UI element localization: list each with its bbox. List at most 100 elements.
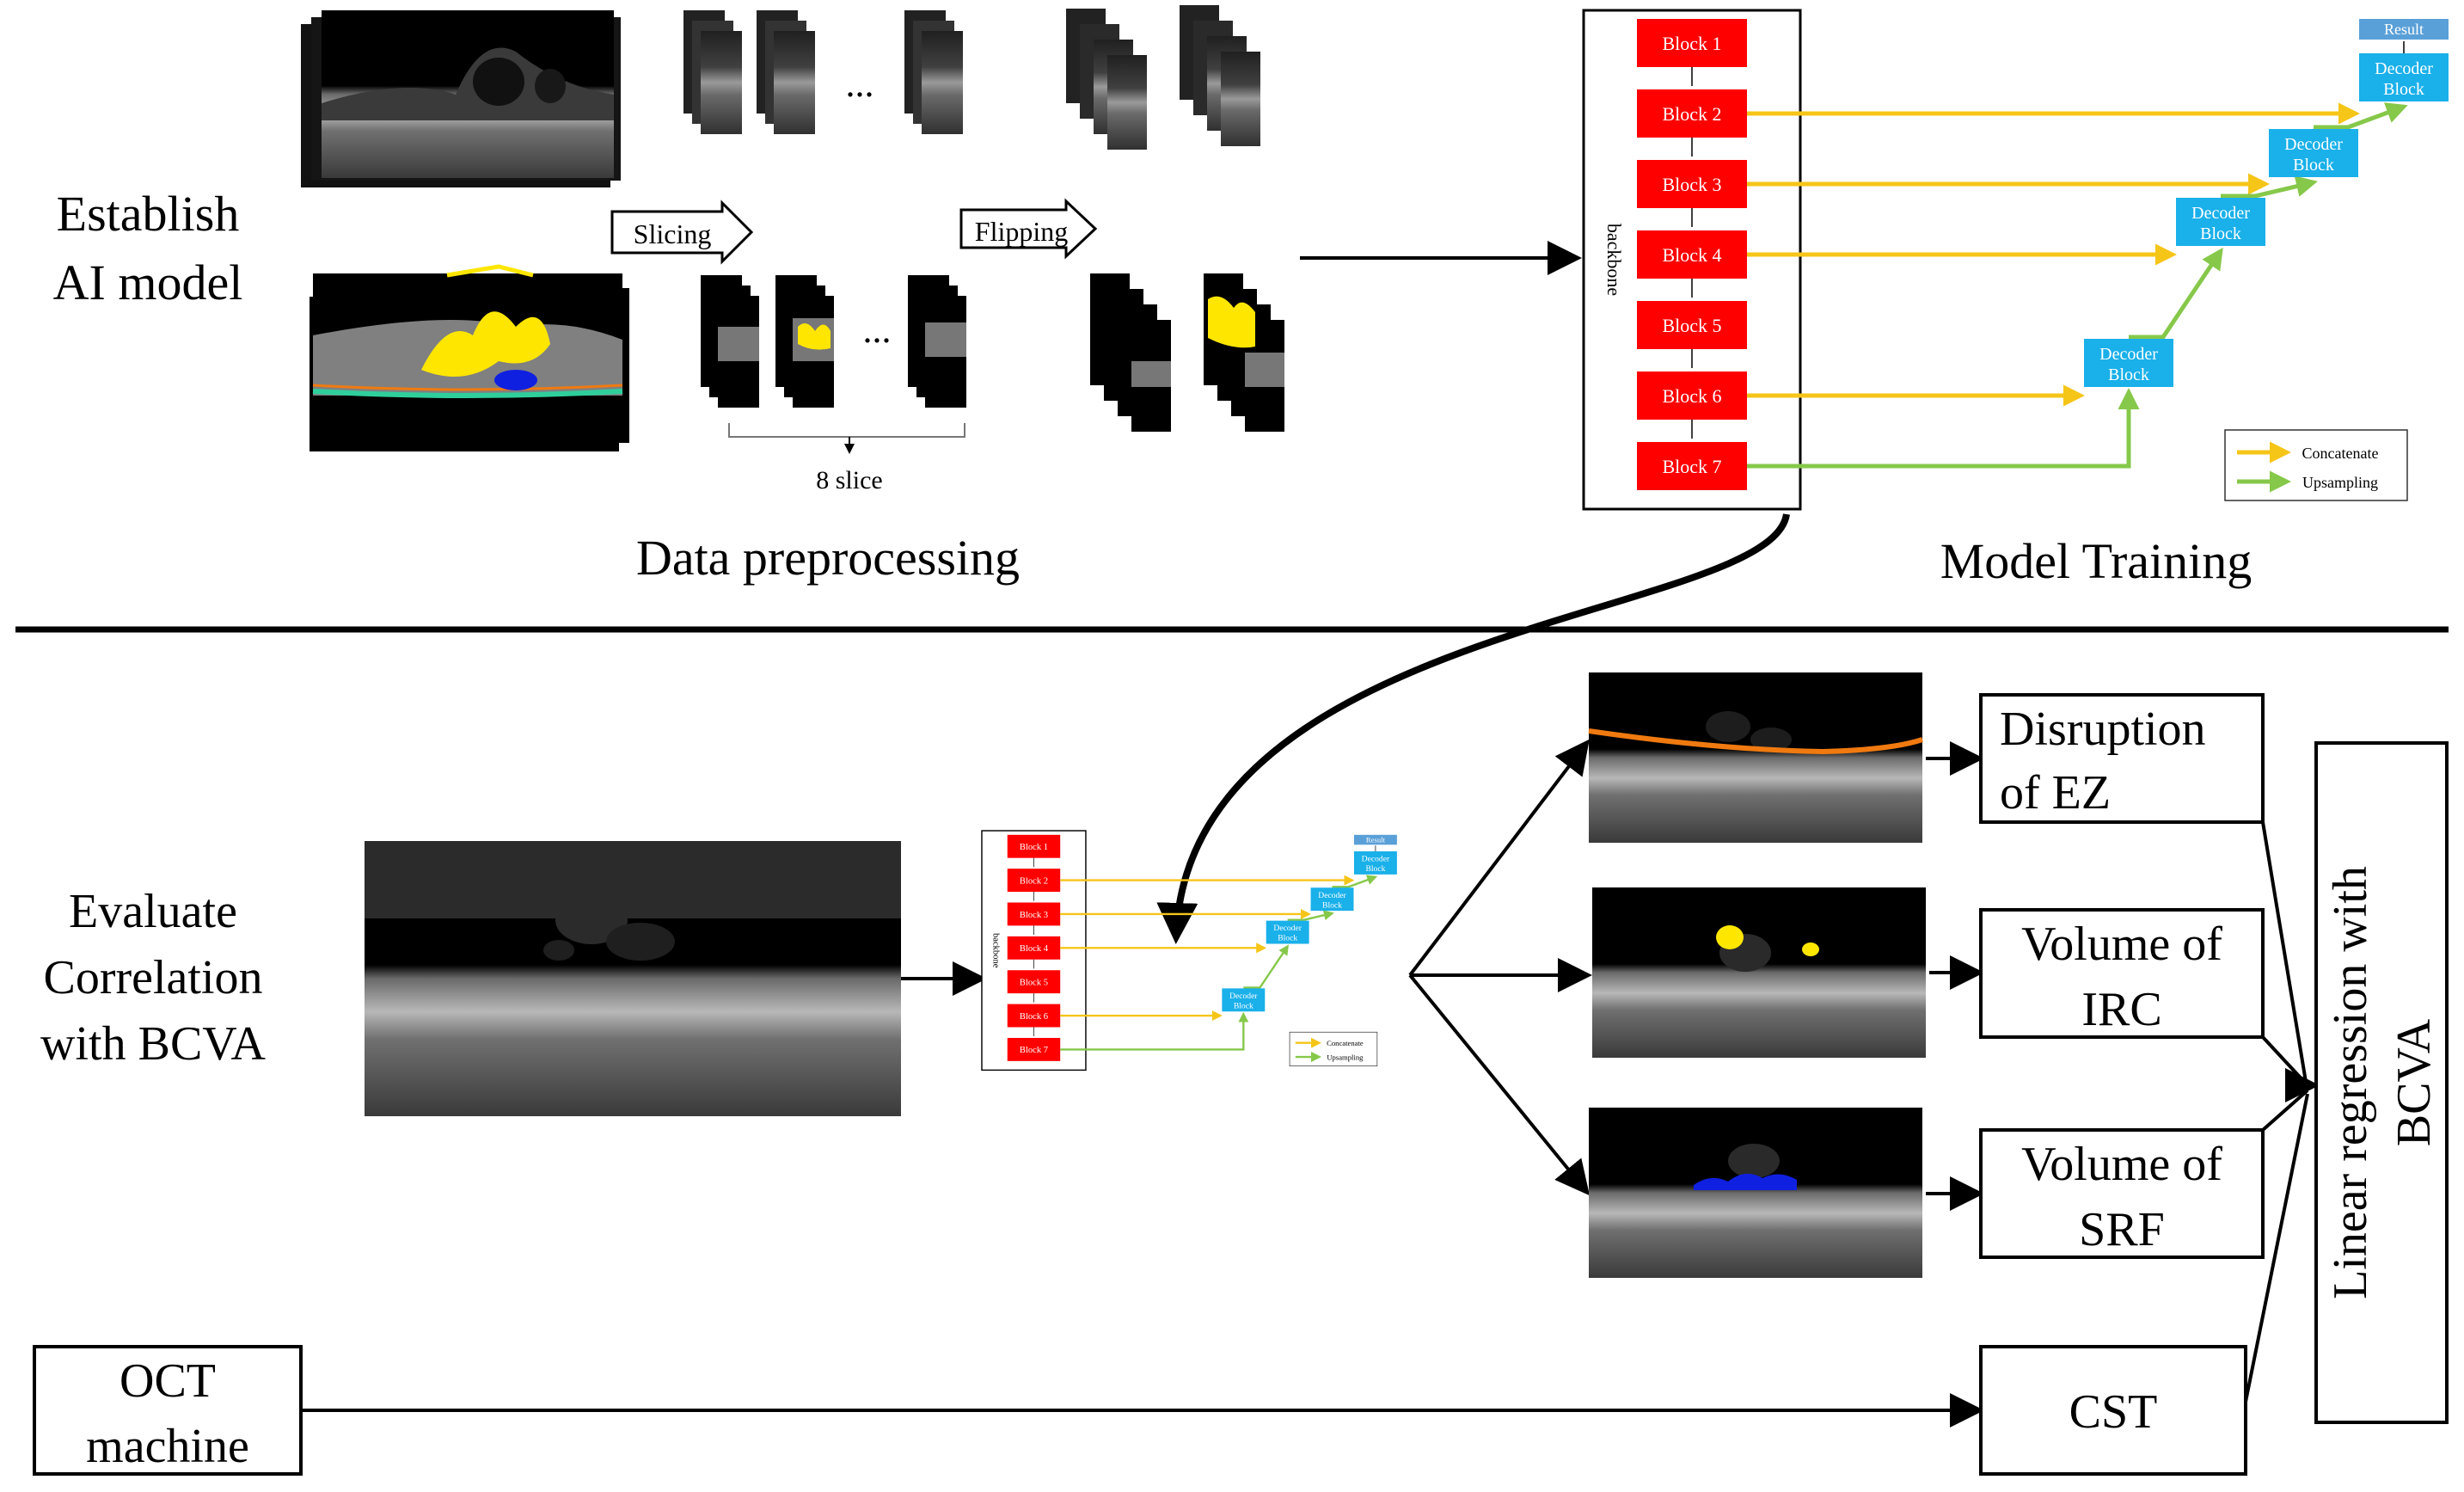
decoder-block-2 [2176, 198, 2265, 246]
decoder-label-1-b: Block [2108, 365, 2149, 384]
result-block [2359, 19, 2449, 40]
encoder-block-label-7: Block 7 [1020, 1046, 1048, 1055]
metric-box-srf: Volume of SRF [1979, 1128, 2265, 1259]
legend-concatenate-label: Concatenate [1327, 1039, 1364, 1047]
encoder-block-7 [1007, 1037, 1061, 1061]
encoder-block-label-4: Block 4 [1662, 244, 1721, 266]
upsampling-link-1 [1060, 1011, 1249, 1051]
decoder-label-2-b: Block [1278, 934, 1297, 943]
metric-box-ez: Disruption of EZ [1979, 693, 2265, 824]
encoder-block-label-3: Block 3 [1020, 911, 1048, 920]
legend-box [2224, 429, 2408, 501]
encoder-block-5 [1007, 970, 1061, 994]
regression-input-arrows [2244, 821, 2320, 1403]
fan-arrows [1408, 739, 1592, 1196]
encoder-block-7 [1637, 442, 1747, 490]
decoder-block-1 [2084, 339, 2173, 387]
encoder-block-5 [1637, 301, 1747, 349]
sliced-oct-stacks: ... [683, 10, 963, 134]
encoder-block-2 [1007, 869, 1061, 893]
slice-bracket: 8 slice [728, 423, 965, 494]
encoder-block-label-6: Block 6 [1020, 1012, 1048, 1022]
regression-line1: Linear regression with [2324, 866, 2377, 1299]
ellipsis-top: ... [846, 63, 874, 105]
slice-count-label: 8 slice [816, 466, 882, 494]
encoder-block-4 [1637, 230, 1747, 279]
decoder-label-4-a: Decoder [2375, 59, 2433, 78]
oct-volume-stack [301, 10, 621, 187]
decoder-label-2-a: Decoder [2191, 204, 2250, 223]
encoder-block-4 [1007, 936, 1061, 960]
upsampling-link-4 [1332, 875, 1378, 888]
upsampling-link-3 [1287, 910, 1334, 921]
backbone-label: backbone [1603, 224, 1625, 296]
metric-srf-line2: SRF [2079, 1203, 2165, 1256]
metric-box-irc: Volume of IRC [1979, 908, 2265, 1039]
legend-box [1289, 1031, 1378, 1066]
stage-label-evaluate-3: with BCVA [40, 1017, 266, 1071]
flipping-label: Flipping [975, 216, 1068, 247]
slicing-arrow: Slicing [610, 200, 754, 265]
decoder-block-3 [2269, 129, 2358, 177]
decoder-label-3-b: Block [2293, 156, 2334, 175]
encoder-block-6 [1637, 371, 1747, 420]
oct-machine-line1: OCT [120, 1354, 216, 1408]
decoder-label-3-a: Decoder [1318, 891, 1346, 900]
encoder-block-label-2: Block 2 [1020, 876, 1048, 886]
metric-irc-line1: Volume of [2021, 918, 2222, 971]
stage-label-establish-2: AI model [53, 255, 243, 310]
encoder-block-label-4: Block 4 [1020, 944, 1049, 954]
label-volume-stack [310, 264, 629, 451]
upsampling-link-1 [1747, 388, 2140, 469]
regression-line2: BCVA [2387, 1018, 2441, 1146]
encoder-block-label-1: Block 1 [1662, 33, 1721, 54]
metric-srf-line1: Volume of [2021, 1138, 2222, 1191]
decoder-label-1-b: Block [1234, 1001, 1253, 1010]
upsampling-link-4 [2314, 102, 2408, 130]
encoder-block-label-3: Block 3 [1662, 174, 1721, 195]
flipped-stacks [1066, 5, 1284, 432]
slicing-label: Slicing [634, 218, 712, 249]
ellipsis-bottom: ... [863, 309, 892, 351]
srf-segmentation-scan [1589, 1108, 1922, 1278]
encoder-block-6 [1007, 1004, 1061, 1028]
encoder-block-label-5: Block 5 [1020, 979, 1048, 988]
flipping-arrow: Flipping [959, 198, 1098, 260]
legend-concatenate-label: Concatenate [2302, 445, 2379, 462]
decoder-label-4-b: Block [1365, 864, 1385, 874]
upsampling-link-2 [2129, 247, 2223, 340]
sliced-label-stacks: ... [701, 275, 966, 408]
decoder-block-4 [2359, 53, 2449, 101]
preprocessing-caption: Data preprocessing [636, 530, 1020, 586]
stage-label-evaluate-1: Evaluate [69, 885, 237, 938]
encoder-block-label-6: Block 6 [1662, 385, 1721, 407]
stage-label-evaluate-2: Correlation [43, 951, 262, 1004]
decoder-label-3-a: Decoder [2284, 135, 2343, 154]
upsampling-link-2 [1243, 944, 1290, 989]
training-caption: Model Training [1940, 533, 2253, 589]
oct-machine-box: OCT machine [33, 1345, 303, 1476]
decoder-block-4 [1353, 851, 1397, 875]
encoder-block-3 [1007, 902, 1061, 926]
stage-label-establish-1: Establish [57, 186, 240, 242]
encoder-block-1 [1007, 834, 1061, 858]
model-transfer-arrow [1156, 513, 1790, 944]
encoder-block-label-7: Block 7 [1662, 456, 1721, 477]
regression-box: Linear regression with BCVA [2314, 741, 2449, 1424]
result-label: Result [2384, 21, 2424, 38]
irc-segmentation-scan [1592, 887, 1926, 1058]
cst-box: CST [1979, 1345, 2247, 1476]
encoder-block-label-1: Block 1 [1020, 843, 1048, 852]
decoder-label-4-b: Block [2383, 80, 2424, 99]
result-block [1353, 834, 1397, 845]
decoder-label-3-b: Block [1322, 900, 1342, 910]
decoder-block-3 [1310, 887, 1354, 912]
metric-ez-line1: Disruption [2000, 703, 2206, 756]
encoder-block-1 [1637, 19, 1747, 67]
ez-segmentation-scan [1588, 672, 1923, 843]
metric-irc-line2: IRC [2081, 983, 2161, 1036]
encoder-block-2 [1637, 89, 1747, 138]
